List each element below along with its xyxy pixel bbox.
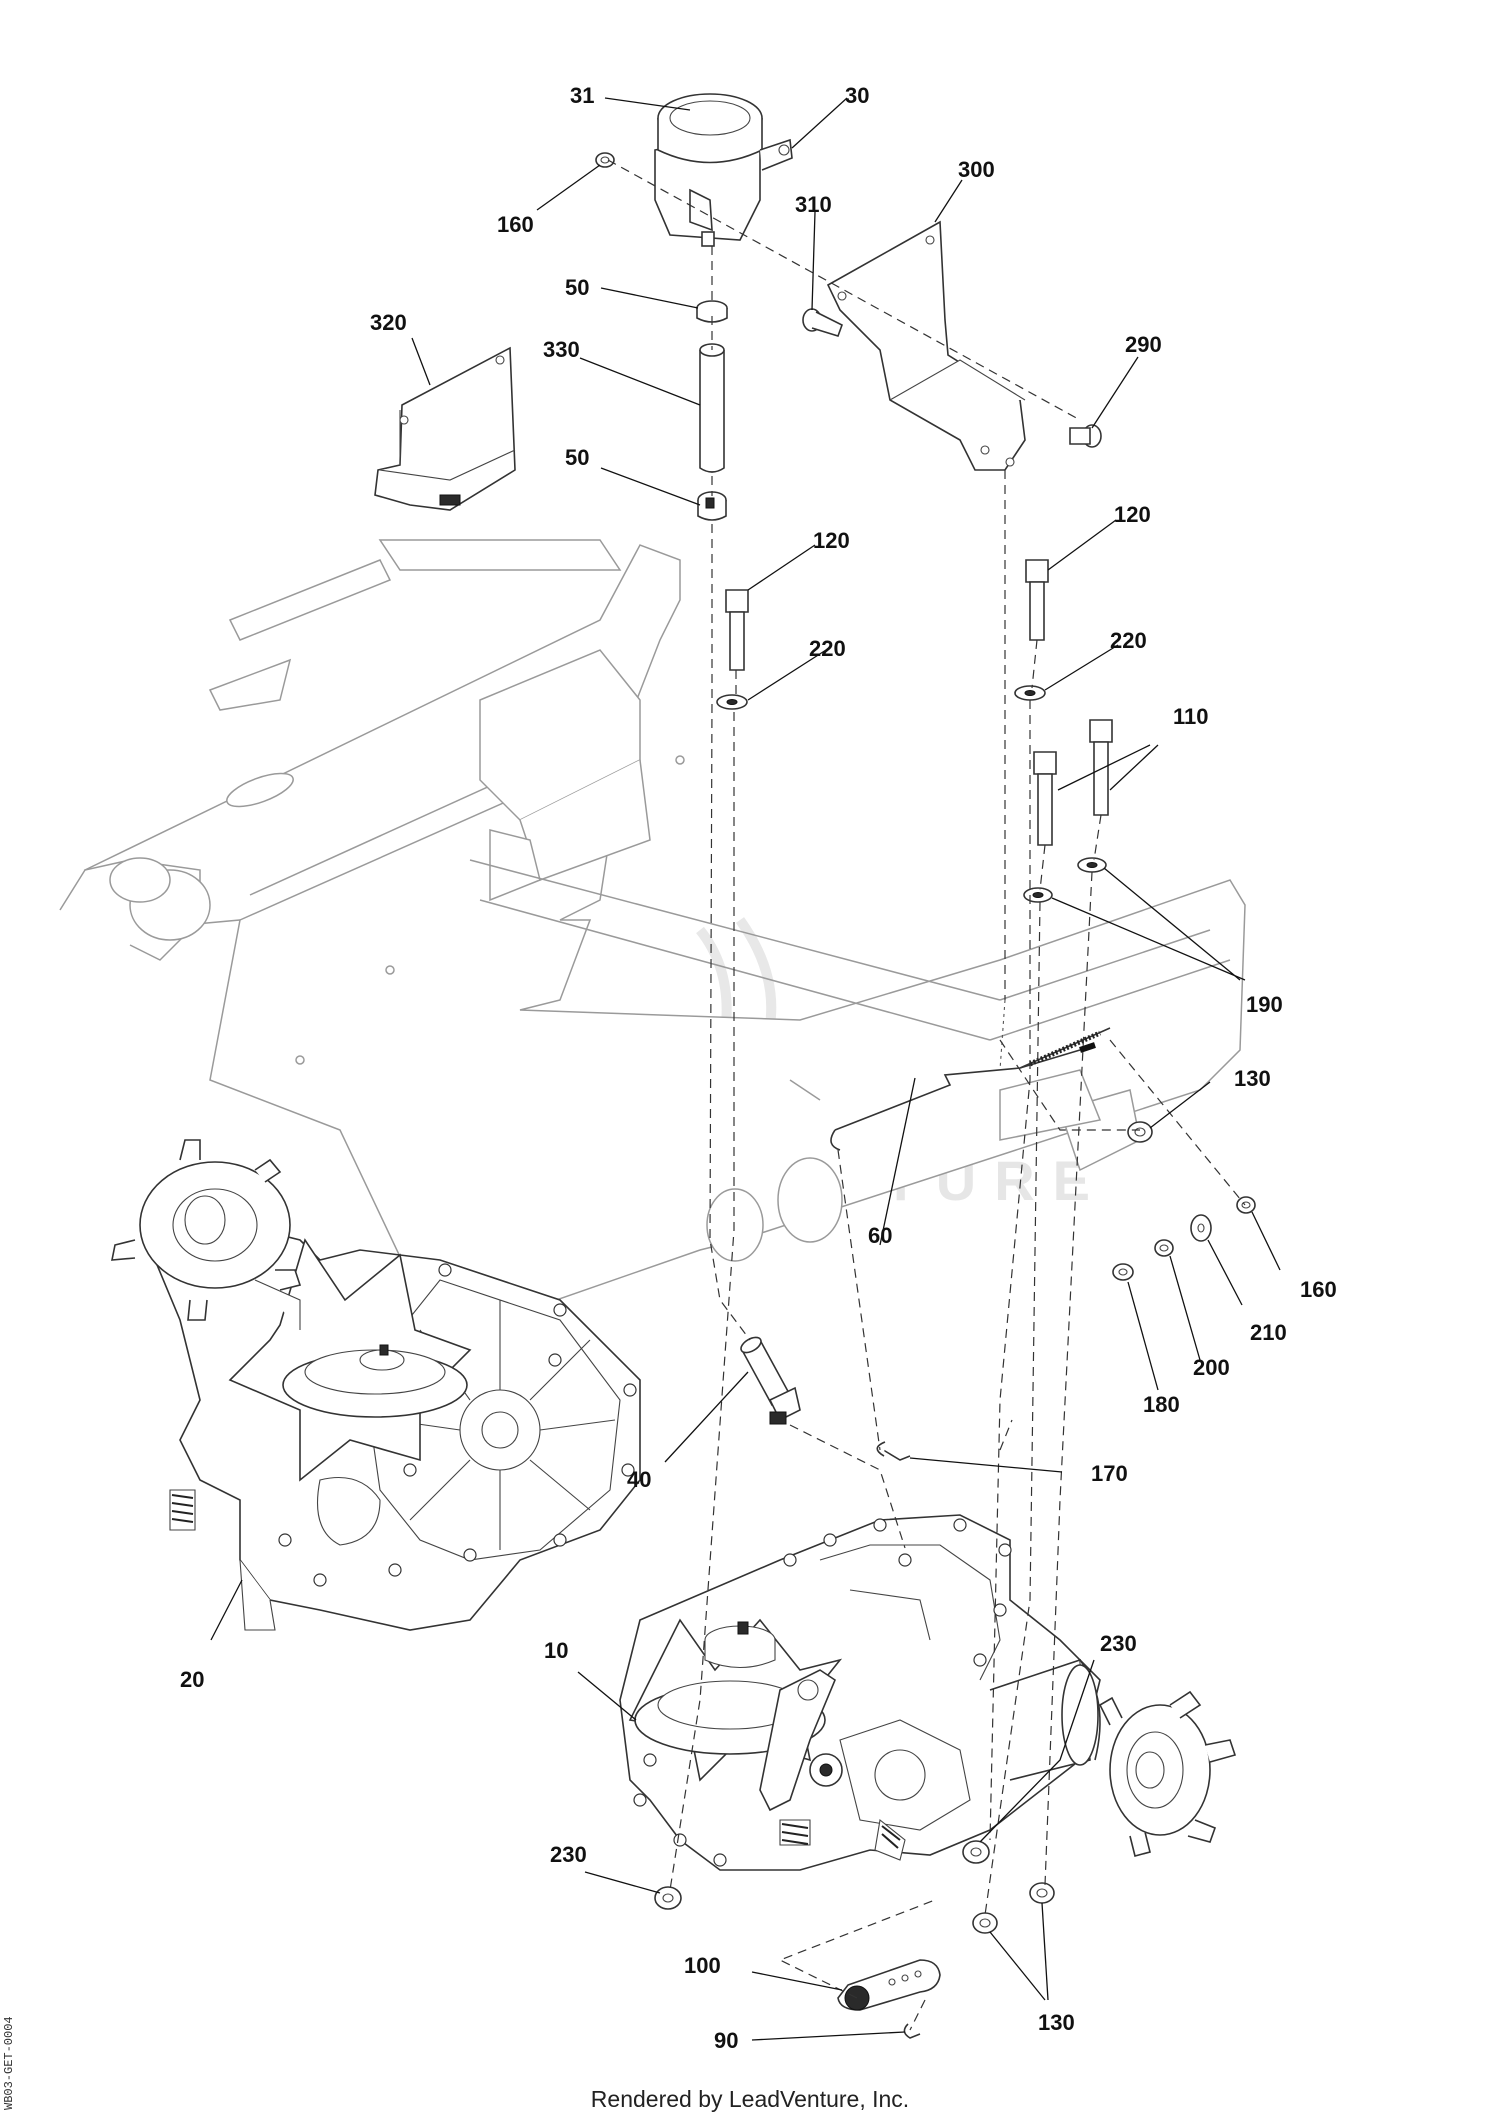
nut-180 [1112,1263,1134,1281]
callout-290: 290 [1125,332,1162,357]
control-rod-60 [830,1027,1111,1151]
callout-110: 110 [1173,704,1209,729]
washer-190-right [1077,857,1107,873]
callout-100: 100 [684,1953,721,1978]
transaxle-10 [619,1514,1237,1871]
callout-200: 200 [1193,1355,1230,1380]
callout-30: 30 [845,83,869,108]
transaxle-20 [111,1139,641,1631]
bolt-310 [802,308,843,337]
bolt-120-left [725,589,749,671]
callout-120-right: 120 [1114,502,1151,527]
nut-130-bottom-left [972,1912,998,1934]
nut-230-left [654,1886,682,1910]
clip-170 [876,1441,911,1461]
washer-220-right [1014,685,1046,701]
callout-180: 180 [1143,1392,1180,1417]
washer-190-left [1023,887,1053,903]
callout-160-top: 160 [497,212,534,237]
callout-220-right: 220 [1110,628,1147,653]
nut-200 [1154,1239,1174,1257]
callout-20: 20 [180,1667,204,1692]
bracket-300 [826,220,1026,471]
leader-lines [210,97,1281,2041]
washer-220-left [716,694,748,710]
callout-labels: 31 30 160 300 310 50 320 330 290 50 120 … [180,83,1337,2053]
nut-160-top [595,152,615,168]
callout-50-top: 50 [565,275,589,300]
callout-40: 40 [627,1467,651,1492]
bolt-120-right [1025,559,1049,641]
nut-230-right [962,1840,990,1864]
clip-90 [903,2023,921,2039]
fitting-40 [740,1336,801,1425]
callout-230-right: 230 [1100,1631,1137,1656]
callout-220-left: 220 [809,636,846,661]
bolt-290 [1069,424,1102,448]
washer-210 [1190,1214,1212,1242]
callout-170: 170 [1091,1461,1128,1486]
callout-190: 190 [1246,992,1283,1017]
reservoir-assembly [654,93,793,247]
bolt-110-right [1089,719,1113,816]
nut-160-right [1236,1196,1256,1214]
bolt-110-left [1033,751,1057,846]
bracket-320 [374,346,516,511]
footer-credit: Rendered by LeadVenture, Inc. [590,2086,910,2112]
callout-230-left: 230 [550,1842,587,1867]
callout-10: 10 [544,1638,568,1663]
clamp-50-bottom [697,491,727,521]
callout-130-upper: 130 [1234,1066,1271,1091]
assembly-lines [607,159,1246,2031]
link-100 [837,1959,941,2011]
callout-130-bottom: 130 [1038,2010,1075,2035]
callout-120-left: 120 [813,528,850,553]
callout-320: 320 [370,310,407,335]
hose-330 [699,343,725,473]
nut-130-upper [1127,1121,1153,1143]
callout-160-right: 160 [1300,1277,1337,1302]
callout-90: 90 [714,2028,738,2053]
callout-300: 300 [958,157,995,182]
callout-50-bottom: 50 [565,445,589,470]
main-frame [59,539,1246,1331]
callout-310: 310 [795,192,832,217]
callout-210: 210 [1250,1320,1287,1345]
nut-130-bottom-right [1029,1882,1055,1904]
callout-330: 330 [543,337,580,362]
callout-31: 31 [570,83,594,108]
callout-60: 60 [868,1223,892,1248]
